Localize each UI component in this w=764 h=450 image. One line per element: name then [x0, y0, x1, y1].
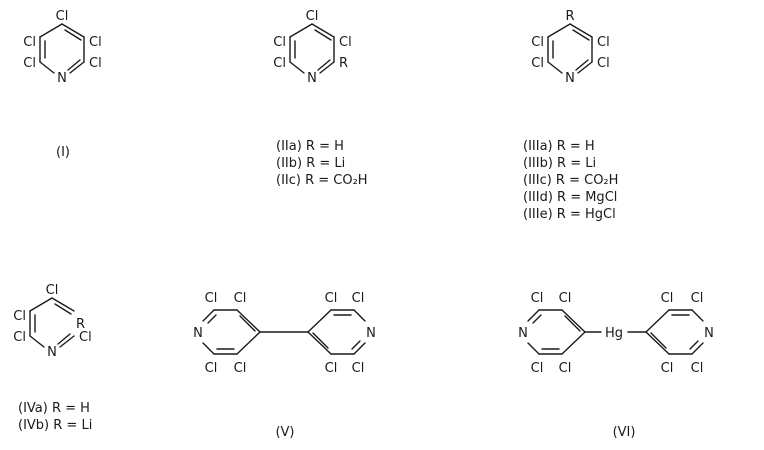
- atom-upper-left: Cl: [23, 35, 36, 50]
- structure-III: R Cl Cl Cl Cl N (IIIa) R = H (IIIb) R = …: [523, 9, 618, 222]
- variant-label: (IVb) R = Li: [18, 418, 92, 433]
- atom-cl-right-bottom-left: Cl: [325, 361, 338, 376]
- atom-upper-right: Cl: [339, 35, 352, 50]
- atom-cl-left-bottom-left: Cl: [205, 361, 218, 376]
- variant-label: (IIId) R = MgCl: [523, 190, 617, 205]
- atom-nitrogen-left: N: [518, 326, 528, 341]
- atom-mercury: Hg: [605, 326, 623, 341]
- atom-lower-left: Cl: [23, 56, 36, 71]
- atom-cl-right-top-left: Cl: [325, 291, 338, 306]
- left-pyridine-ring: [202, 309, 261, 355]
- atom-cl-right-top-left: Cl: [661, 291, 674, 306]
- atom-lower-right: Cl: [79, 330, 92, 345]
- atom-lower-right: R: [339, 56, 348, 71]
- atom-nitrogen-right: N: [366, 326, 376, 341]
- variant-label: (IIIe) R = HgCl: [523, 207, 616, 222]
- atom-cl-left-bottom-right: Cl: [559, 361, 572, 376]
- atom-upper-left: Cl: [531, 35, 544, 50]
- atom-cl-left-top-right: Cl: [234, 291, 247, 306]
- variant-label: (IIIc) R = CO₂H: [523, 173, 618, 188]
- pyridine-ring: [289, 23, 335, 74]
- structure-VI: Hg N Cl Cl Cl Cl N Cl Cl Cl Cl (VI): [518, 291, 714, 440]
- atom-nitrogen-right: N: [704, 326, 714, 341]
- atom-lower-right: Cl: [89, 56, 102, 71]
- atom-lower-left: Cl: [13, 330, 26, 345]
- atom-lower-left: Cl: [273, 56, 286, 71]
- atom-cl-right-top-right: Cl: [352, 291, 365, 306]
- structure-V: N Cl Cl Cl Cl N Cl Cl Cl Cl (V): [193, 291, 376, 440]
- atom-lower-left: Cl: [531, 56, 544, 71]
- structure-I: Cl Cl Cl Cl Cl N (I): [23, 9, 101, 160]
- variant-label: (IVa) R = H: [18, 401, 90, 416]
- pyridine-ring: [29, 297, 75, 348]
- pyridine-ring: [39, 23, 85, 74]
- atom-upper-left: Cl: [13, 309, 26, 324]
- right-pyridine-ring: [307, 309, 366, 355]
- atom-top: Cl: [306, 9, 319, 24]
- atom-cl-left-bottom-right: Cl: [234, 361, 247, 376]
- atom-upper-right: Cl: [89, 35, 102, 50]
- structure-IV: Cl Cl R Cl Cl N (IVa) R = H (IVb) R = Li: [13, 283, 92, 433]
- atom-nitrogen: N: [565, 71, 575, 86]
- variant-label: (IIIb) R = Li: [523, 156, 596, 171]
- variant-label: (IIb) R = Li: [276, 156, 345, 171]
- atom-upper-right: Cl: [597, 35, 610, 50]
- left-pyridine-ring: [527, 309, 586, 355]
- variant-label: (IIc) R = CO₂H: [276, 173, 368, 188]
- structure-label: (VI): [613, 425, 636, 440]
- atom-cl-right-bottom-left: Cl: [661, 361, 674, 376]
- atom-cl-right-top-right: Cl: [691, 291, 704, 306]
- atom-cl-right-bottom-right: Cl: [691, 361, 704, 376]
- atom-nitrogen: N: [307, 71, 317, 86]
- atom-upper-left: Cl: [273, 35, 286, 50]
- variant-label: (IIIa) R = H: [523, 139, 595, 154]
- atom-top: R: [565, 9, 574, 24]
- atom-cl-left-top-left: Cl: [531, 291, 544, 306]
- atom-nitrogen: N: [57, 71, 67, 86]
- atom-upper-right: R: [76, 317, 85, 332]
- structure-II: Cl Cl Cl Cl R N (IIa) R = H (IIb) R = Li…: [273, 9, 367, 188]
- structure-label: (V): [275, 425, 294, 440]
- atom-cl-right-bottom-right: Cl: [352, 361, 365, 376]
- atom-cl-left-top-left: Cl: [205, 291, 218, 306]
- atom-nitrogen-left: N: [193, 326, 203, 341]
- atom-lower-right: Cl: [597, 56, 610, 71]
- structure-label: (I): [56, 145, 70, 160]
- atom-nitrogen: N: [47, 345, 57, 360]
- atom-top: Cl: [46, 283, 59, 298]
- variant-label: (IIa) R = H: [276, 139, 344, 154]
- pyridine-ring: [547, 23, 593, 74]
- right-pyridine-ring: [645, 309, 704, 355]
- atom-top: Cl: [56, 9, 69, 24]
- atom-cl-left-top-right: Cl: [559, 291, 572, 306]
- atom-cl-left-bottom-left: Cl: [531, 361, 544, 376]
